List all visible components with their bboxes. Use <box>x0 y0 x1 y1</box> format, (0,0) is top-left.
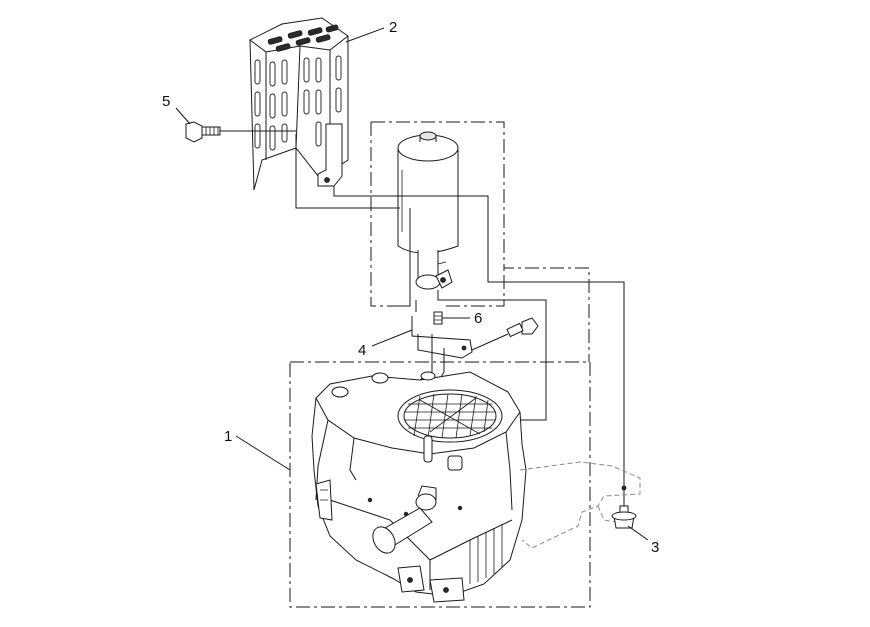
leader-3 <box>627 525 649 541</box>
leader-5 <box>175 107 191 125</box>
callout-2: 2 <box>389 19 397 36</box>
leader-4 <box>371 329 413 347</box>
shield-side-slots <box>254 55 342 151</box>
leader-1 <box>235 435 291 471</box>
bolt-part-5 <box>185 121 296 143</box>
bracket-part-4 <box>411 316 473 383</box>
callout-4: 4 <box>358 342 366 359</box>
bolt-part-3 <box>611 485 637 529</box>
ghost-mounting-plate <box>519 461 641 549</box>
shield-top-grille <box>267 24 339 52</box>
engine-part-1 <box>311 371 527 603</box>
fastener-part-6 <box>433 311 443 325</box>
leader-lines <box>175 27 649 541</box>
intake-screen-mesh <box>405 393 495 439</box>
leader-2 <box>345 27 385 43</box>
assembly-boundary-lines <box>289 121 591 608</box>
callout-3: 3 <box>651 539 659 556</box>
heat-shield-part-2 <box>249 17 349 191</box>
muffler-canister <box>397 131 459 290</box>
callout-labels: 1 2 3 4 5 6 <box>162 19 659 556</box>
callout-1: 1 <box>224 428 232 445</box>
cylinder-fins <box>469 524 503 584</box>
side-bolt <box>471 317 539 351</box>
callout-5: 5 <box>162 93 170 110</box>
callout-6: 6 <box>474 310 482 327</box>
